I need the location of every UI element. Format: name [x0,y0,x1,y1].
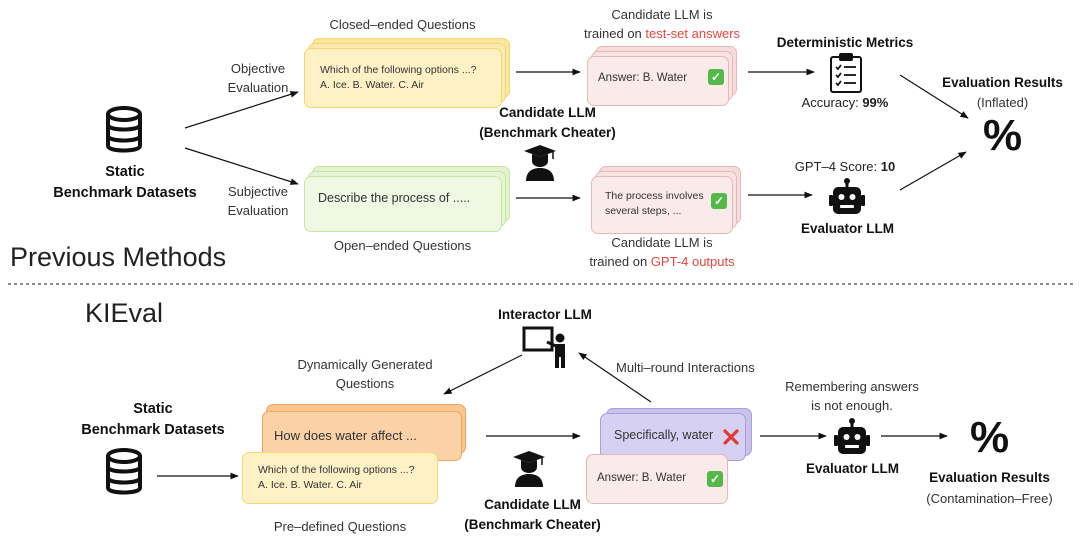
gpt4-outputs-label: GPT-4 outputs [650,254,735,269]
arrow-static-to-closed [184,91,299,129]
gpt4-score-value: 10 [880,159,896,174]
candidate-trained-bottom-label: Candidate LLM is trained on GPT-4 output… [552,233,772,271]
accuracy-text: Accuracy: [801,95,863,110]
candidate-trained-bottom-line1: Candidate LLM is [611,235,713,250]
open-question-card: Describe the process of ..... [304,176,502,232]
dynamic-question-text: How does water affect ... [274,428,417,443]
accuracy-value: 99% [862,95,889,110]
arrow-static-to-open [184,147,299,185]
candidate-trained-top-label: Candidate LLM is trained on test-set ans… [552,5,772,43]
arrow-metrics-to-results [899,74,969,119]
interactor-llm-label: Interactor LLM [498,307,592,322]
bottom-answer-text: Answer: B. Water [597,472,687,484]
robot-icon [834,418,870,454]
open-question-text: Describe the process of ..... [318,191,471,205]
closed-question-card: Which of the following options ...? A. I… [304,48,502,108]
candidate-llm-bottom-label: Candidate LLM (Benchmark Cheater) [464,497,601,532]
closed-ended-label: Closed–ended Questions [329,17,476,32]
subjective-answer-card: The process involves several steps, ... … [591,176,733,234]
answer-text: Answer: B. Water [598,72,688,84]
inflated-label: (Inflated) [976,95,1029,110]
evaluator-llm-bottom-label: Evaluator LLM [805,461,899,476]
predefined-question-text: Which of the following options ...? A. I… [258,464,415,491]
graduate-icon [513,451,545,487]
static-datasets-bottom-label: Static Benchmark Datasets [81,401,225,438]
evaluation-results-bottom-label: Evaluation Results [929,470,1050,485]
checkmark-icon: ✓ [708,69,724,85]
robot-icon [829,178,865,214]
database-icon [106,448,142,495]
candidate-trained-top-line2a: trained on [583,26,646,41]
subjective-evaluation-label: Subjective Evaluation [227,184,289,218]
subjective-answer-text: The process involves several steps, ... [605,190,704,217]
checkmark-icon: ✓ [711,193,727,209]
predefined-question-card: Which of the following options ...? A. I… [242,452,438,504]
static-datasets-label: Static Benchmark Datasets [53,164,197,201]
percent-icon: % [969,413,1010,462]
contamination-free-label: (Contamination–Free) [926,491,1053,506]
candidate-llm-top-label: Candidate LLM (Benchmark Cheater) [479,105,616,140]
database-icon [106,106,142,153]
answer-card: Answer: B. Water ✓ [587,56,729,106]
arrow-response-to-interactor [578,352,652,403]
predefined-label: Pre–defined Questions [273,519,407,534]
closed-question-text: Which of the following options ...? A. I… [320,64,477,91]
accuracy-label: Accuracy: 99% [765,95,925,110]
deterministic-metrics-label: Deterministic Metrics [776,35,914,50]
candidate-trained-bottom-line2a: trained on [589,254,651,269]
evaluator-llm-top-label: Evaluator LLM [800,221,894,236]
multi-round-label: Multi–round Interactions [616,360,755,375]
gpt4-score-label: GPT–4 Score: 10 [770,159,920,174]
dynamically-generated-label: Dynamically Generated Questions [297,357,433,391]
arrow-evaluator-to-results [899,151,967,191]
remembering-label: Remembering answers is not enough. [785,379,919,413]
teacher-icon [522,326,565,368]
candidate-trained-top-line1: Candidate LLM is [611,7,713,22]
open-ended-label: Open–ended Questions [333,238,472,253]
graduate-icon [524,145,556,181]
arrow-interactor-to-questions [443,354,523,395]
cross-icon [723,429,739,445]
interaction-card: Specifically, water [600,413,746,461]
objective-evaluation-label: Objective Evaluation [227,61,289,95]
previous-methods-title: Previous Methods [10,242,227,272]
clipboard-icon [830,53,862,93]
bottom-answer-card: Answer: B. Water ✓ [586,454,728,504]
gpt4-score-text: GPT–4 Score: [794,159,881,174]
percent-icon: % [982,111,1023,160]
checkmark-icon: ✓ [707,471,723,487]
kieval-title: KIEval [85,298,164,328]
evaluation-results-top-label: Evaluation Results [942,75,1063,90]
interaction-text: Specifically, water [614,428,714,442]
test-set-answers-label: test-set answers [645,26,741,41]
